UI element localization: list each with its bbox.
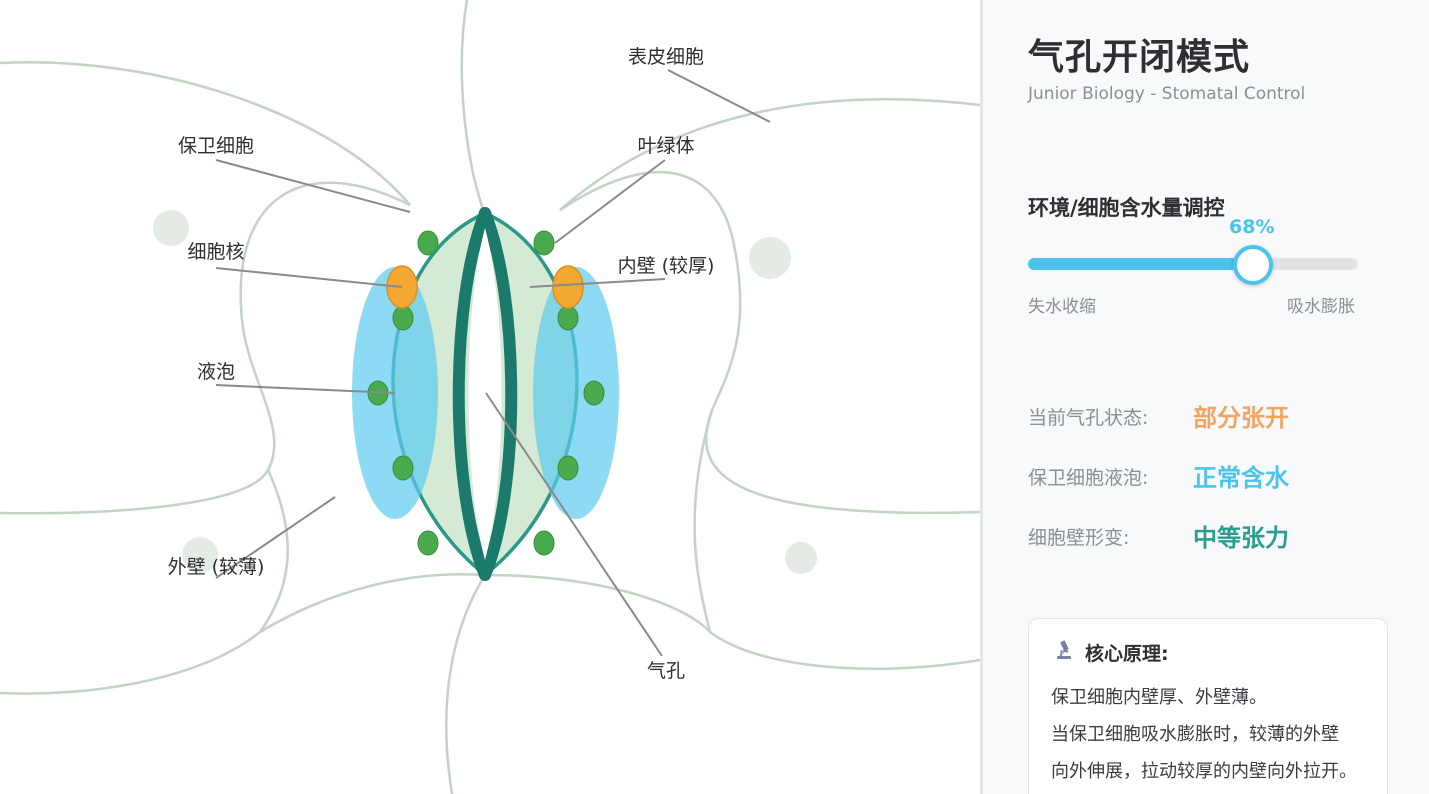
cell-outline bbox=[0, 61, 411, 206]
chloroplast-icon bbox=[417, 230, 439, 256]
slider-section-title: 环境/细胞含水量调控 bbox=[1028, 196, 1225, 220]
cell-outline bbox=[445, 574, 487, 794]
cell-outline bbox=[0, 181, 411, 515]
slider-min-label: 失水收缩 bbox=[1028, 297, 1096, 317]
chloroplast-icon bbox=[557, 455, 579, 481]
leader-line bbox=[215, 267, 403, 288]
slider-max-label: 吸水膨胀 bbox=[1287, 297, 1355, 317]
label-inner-wall: 内壁 (较厚) bbox=[618, 255, 715, 277]
chloroplast-icon bbox=[583, 380, 605, 406]
principle-line: 当保卫细胞吸水膨胀时，较薄的外壁 bbox=[1051, 724, 1339, 745]
chloroplast-icon bbox=[533, 230, 555, 256]
left-inner-wall bbox=[452, 207, 491, 581]
epidermal-nuclei bbox=[153, 210, 817, 574]
chloroplast-icon bbox=[557, 305, 579, 331]
page-subtitle: Junior Biology - Stomatal Control bbox=[1028, 84, 1306, 104]
label-outer-wall: 外壁 (较薄) bbox=[168, 556, 265, 578]
label-vacuole: 液泡 bbox=[197, 361, 235, 383]
leader-line bbox=[215, 496, 336, 579]
label-chloroplast: 叶绿体 bbox=[637, 135, 694, 157]
slider-thumb[interactable] bbox=[1233, 245, 1274, 285]
cell-outline bbox=[259, 573, 486, 634]
stomata-svg: 表皮细胞 保卫细胞 叶绿体 细胞核 内壁 (较厚) 液泡 外壁 (较薄) 气孔 bbox=[0, 0, 980, 794]
wall-status-label: 细胞壁形变: bbox=[1028, 527, 1130, 549]
epidermal-nucleus-icon bbox=[182, 537, 218, 573]
leader-line bbox=[529, 278, 666, 288]
stoma-pore bbox=[468, 228, 502, 560]
vacuole-status-label: 保卫细胞液泡: bbox=[1028, 467, 1149, 489]
label-stoma: 气孔 bbox=[647, 660, 685, 682]
chloroplast-icon bbox=[392, 305, 414, 331]
label-nucleus: 细胞核 bbox=[187, 241, 244, 263]
slider-fill bbox=[1028, 258, 1253, 270]
leader-line bbox=[554, 159, 666, 244]
chloroplast-icon bbox=[417, 530, 439, 556]
epidermal-cell-outlines bbox=[0, 0, 980, 794]
vacuole-status-value: 正常含水 bbox=[1193, 464, 1289, 492]
leader-line bbox=[485, 392, 663, 657]
cell-outline bbox=[559, 170, 980, 515]
principle-line: 保卫细胞内壁厚、外壁薄。 bbox=[1051, 687, 1267, 708]
label-epidermal-cell: 表皮细胞 bbox=[628, 46, 704, 68]
epidermal-nucleus-icon bbox=[749, 237, 791, 279]
page-title: 气孔开闭模式 bbox=[1028, 37, 1251, 78]
leader-line bbox=[215, 159, 411, 213]
stoma-status-label: 当前气孔状态: bbox=[1028, 407, 1149, 429]
slider-value: 68% bbox=[1229, 216, 1275, 238]
cell-outline bbox=[460, 0, 487, 216]
chloroplast-icon bbox=[392, 455, 414, 481]
right-nucleus bbox=[552, 265, 584, 309]
cell-outline bbox=[0, 469, 289, 695]
principle-card: 核心原理: 保卫细胞内壁厚、外壁薄。 当保卫细胞吸水膨胀时，较薄的外壁 向外伸展… bbox=[1028, 618, 1388, 794]
right-vacuole bbox=[533, 267, 619, 519]
cell-outline bbox=[559, 98, 980, 211]
cell-outline bbox=[693, 409, 714, 633]
principle-title: 核心原理: bbox=[1085, 643, 1169, 665]
right-inner-wall bbox=[479, 207, 518, 581]
epidermal-nucleus-icon bbox=[153, 210, 189, 246]
stoma-status-value: 部分张开 bbox=[1193, 404, 1289, 432]
water-content-slider[interactable] bbox=[1028, 245, 1358, 285]
leader-line bbox=[667, 69, 771, 123]
leader-lines bbox=[215, 69, 771, 657]
stomata-diagram: 表皮细胞 保卫细胞 叶绿体 细胞核 内壁 (较厚) 液泡 外壁 (较薄) 气孔 bbox=[0, 0, 980, 794]
epidermal-nucleus-icon bbox=[785, 542, 817, 574]
leader-line bbox=[215, 384, 396, 394]
cell-outline bbox=[484, 573, 980, 670]
label-guard-cell: 保卫细胞 bbox=[178, 135, 254, 157]
chloroplast-icon bbox=[533, 530, 555, 556]
control-panel: 气孔开闭模式 Junior Biology - Stomatal Control… bbox=[980, 0, 1429, 794]
principle-line: 向外伸展，拉动较厚的内壁向外拉开。 bbox=[1051, 761, 1357, 782]
wall-status-value: 中等张力 bbox=[1193, 524, 1289, 552]
microscope-icon bbox=[1053, 639, 1075, 666]
